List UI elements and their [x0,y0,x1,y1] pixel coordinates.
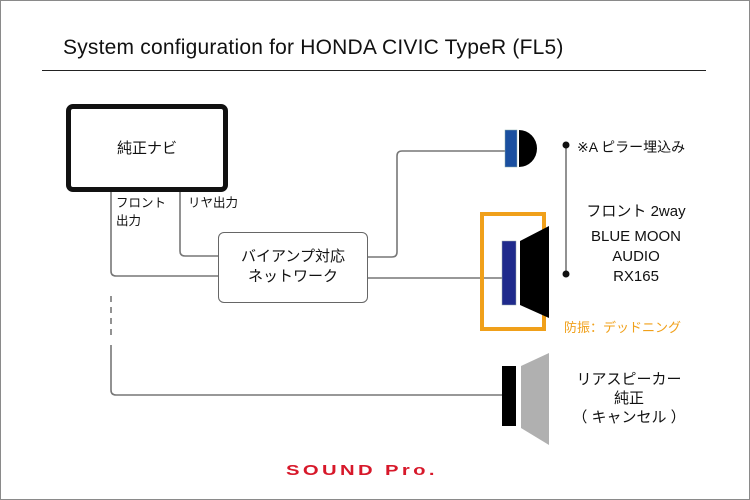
front-speaker-label: フロント 2way BLUE MOON AUDIO RX165 [574,202,698,287]
network-label-line2: ネットワーク [247,267,338,285]
tweeter-dome-icon [519,130,537,167]
network-label-line1: バイアンプ対応 [241,247,345,265]
sound-pro-logo: SOUND Pro. [286,462,438,479]
front-speaker-line2: BLUE MOON [590,228,681,245]
front-speaker-line1: フロント 2way [586,203,686,220]
rear-speaker-label: リアスピーカー 純正 （ キャンセル ） [566,370,692,427]
wire-rear-output [179,186,218,257]
front-output-label-line1: フロント [116,195,167,210]
front-output-label: フロント 出力 [116,194,166,230]
rear-speaker-line1: リアスピーカー [576,371,682,388]
woofer-magnet-icon [501,240,517,306]
head-unit-label: 純正ナビ [116,139,177,157]
tweeter-magnet-icon [504,129,518,168]
deadening-note: 防振：デッドニング [564,320,682,335]
rear-speaker-cone-icon [521,353,549,445]
biamp-network-node: バイアンプ対応 ネットワーク [218,232,368,303]
wire-network-to-tweeter [367,150,505,258]
bracket-dot-top [562,141,570,149]
head-unit-node: 純正ナビ [66,104,228,192]
wire-rear-speaker [110,345,502,396]
front-output-label-line2: 出力 [116,213,142,228]
network-label: バイアンプ対応 ネットワーク [219,246,367,286]
tweeter-note: ※A ピラー埋込み [577,139,686,155]
front-speaker-line4: RX165 [613,268,659,285]
front-speaker-line3: AUDIO [612,248,660,265]
bracket-dot-bottom [562,270,570,278]
title-underline [42,70,706,71]
rear-speaker-magnet-icon [502,366,516,426]
rear-speaker-line2: 純正 [613,390,644,407]
rear-speaker-line3: （ キャンセル ） [572,409,686,426]
rear-output-label: リヤ出力 [188,195,239,210]
woofer-cone-icon [520,226,549,318]
wire-front-output [110,186,218,277]
diagram-title: System configuration for HONDA CIVIC Typ… [63,36,564,59]
